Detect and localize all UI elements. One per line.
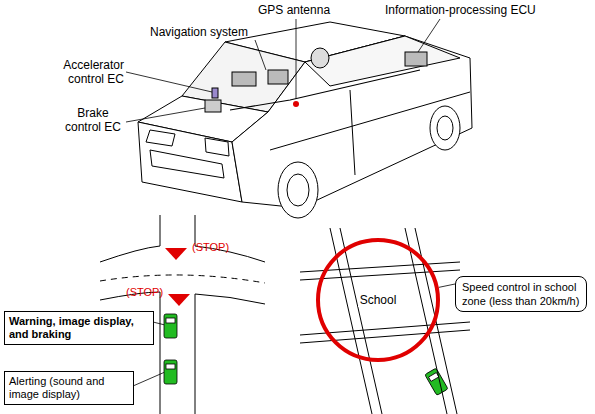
leader-lines [126,19,440,386]
part-label: Information-processing ECU [385,3,565,17]
stop-signs [165,248,190,306]
stop-label: (STOP) [192,240,242,254]
car-drawing [138,22,472,218]
node-text: Warning, image display, and braking [9,315,149,341]
node-text: School [358,293,399,307]
warning-box: Warning, image display, and braking [4,311,154,345]
stop-label: (STOP) [126,285,168,299]
node-text: Alerting (sound and image display) [9,375,129,401]
part-label: GPS antenna [258,3,348,17]
part-label: Accelerator control EC [50,58,124,86]
school-road-grid [300,228,470,414]
speed-control-callout: Speed control in school zone (less than … [455,276,587,312]
leader-connector [439,284,455,287]
part-label: Navigation system [150,25,270,39]
node-text: Speed control in school zone (less than … [462,280,580,308]
school-zone-circle: School [316,238,440,362]
alerting-box: Alerting (sound and image display) [4,371,134,405]
part-label: Brake control EC [62,106,124,134]
